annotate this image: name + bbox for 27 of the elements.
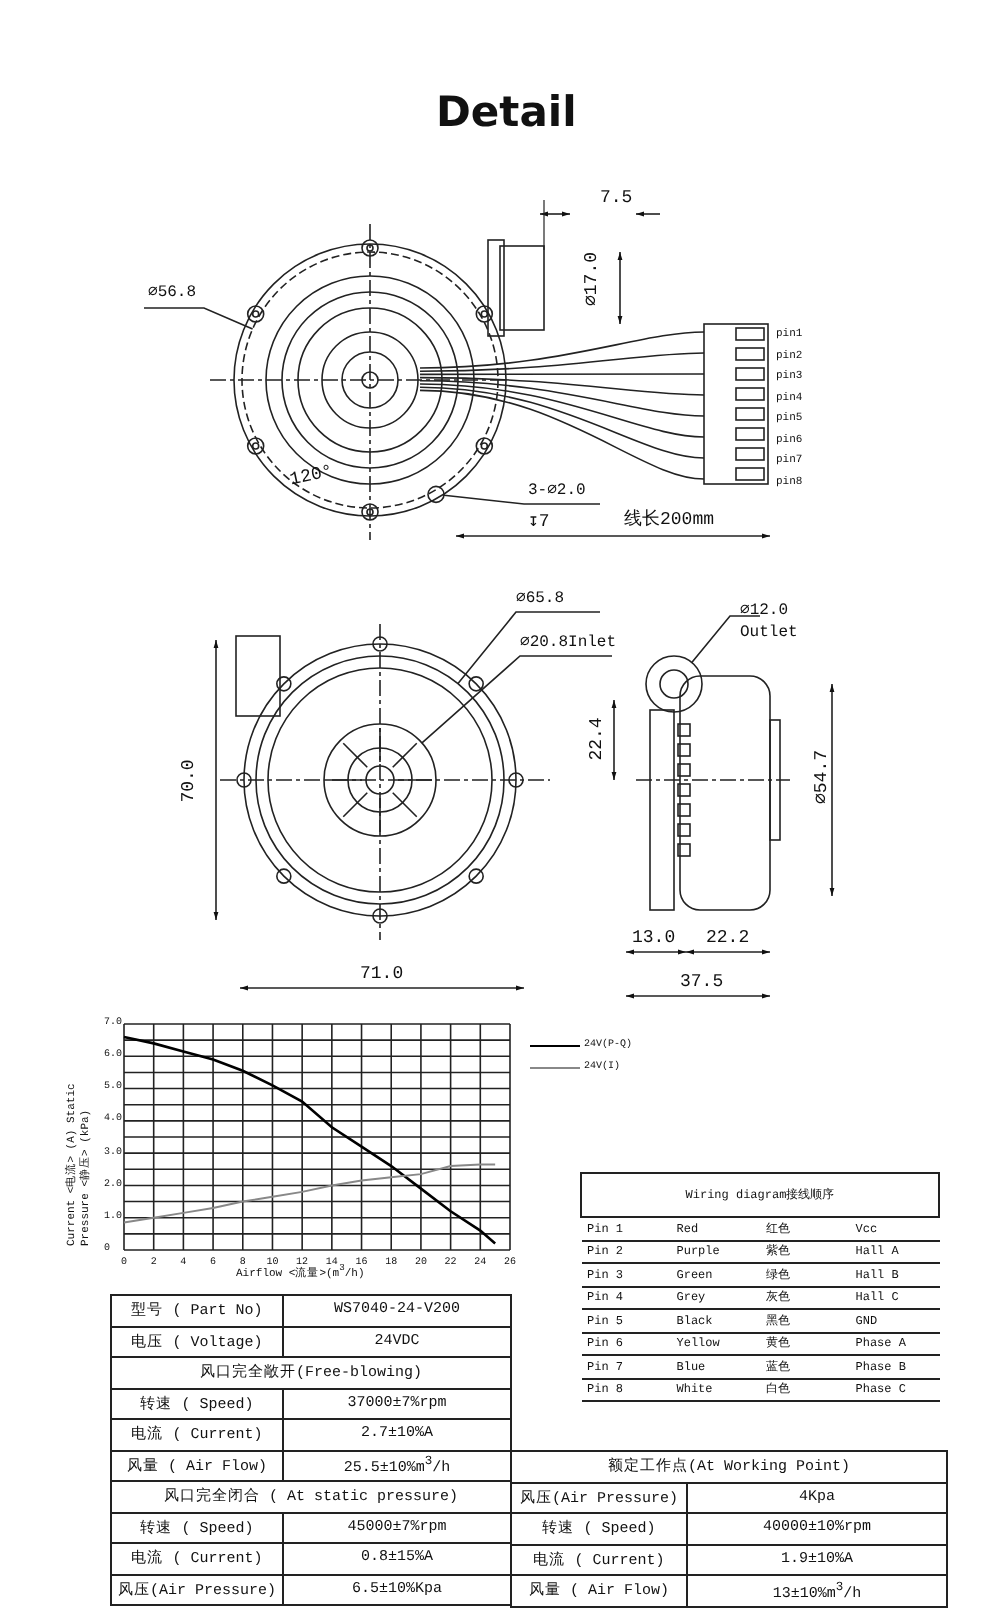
dimension-label: ⌀20.8Inlet	[520, 636, 617, 652]
dimension-label: ⌀12.0 Outlet	[740, 604, 798, 642]
dimension-label: 120°	[288, 463, 335, 491]
leader-line	[457, 611, 601, 685]
dimension-label: 3-⌀2.0	[528, 484, 586, 500]
dimension-label: 37.5	[680, 974, 724, 992]
dimension-label: 22.2	[706, 930, 750, 948]
leader-line	[421, 655, 613, 744]
leader-line	[691, 615, 761, 664]
dimension-label: 22.4	[588, 717, 607, 761]
page-title: Detail	[436, 92, 577, 134]
dimension-label: 线长200mm	[624, 512, 715, 530]
leader-line	[143, 307, 254, 330]
outlet-opening	[645, 655, 703, 713]
dimension-label: 13.0	[632, 930, 676, 948]
dimension-label: 7.5	[600, 190, 633, 208]
dimension-label: 70.0	[180, 759, 199, 803]
dimension-label: ⌀54.7	[814, 749, 833, 805]
dimension-label: ⌀56.8	[148, 286, 197, 302]
dimension-label: 71.0	[360, 966, 404, 984]
housing-outline	[241, 251, 499, 509]
dimension-label: ↧7	[528, 514, 550, 532]
leader-line	[443, 494, 601, 505]
dimension-label: ⌀65.8	[516, 592, 565, 608]
dimension-label: ⌀17.0	[584, 251, 603, 307]
mounting-hole	[427, 485, 445, 504]
housing-outline	[255, 655, 505, 905]
